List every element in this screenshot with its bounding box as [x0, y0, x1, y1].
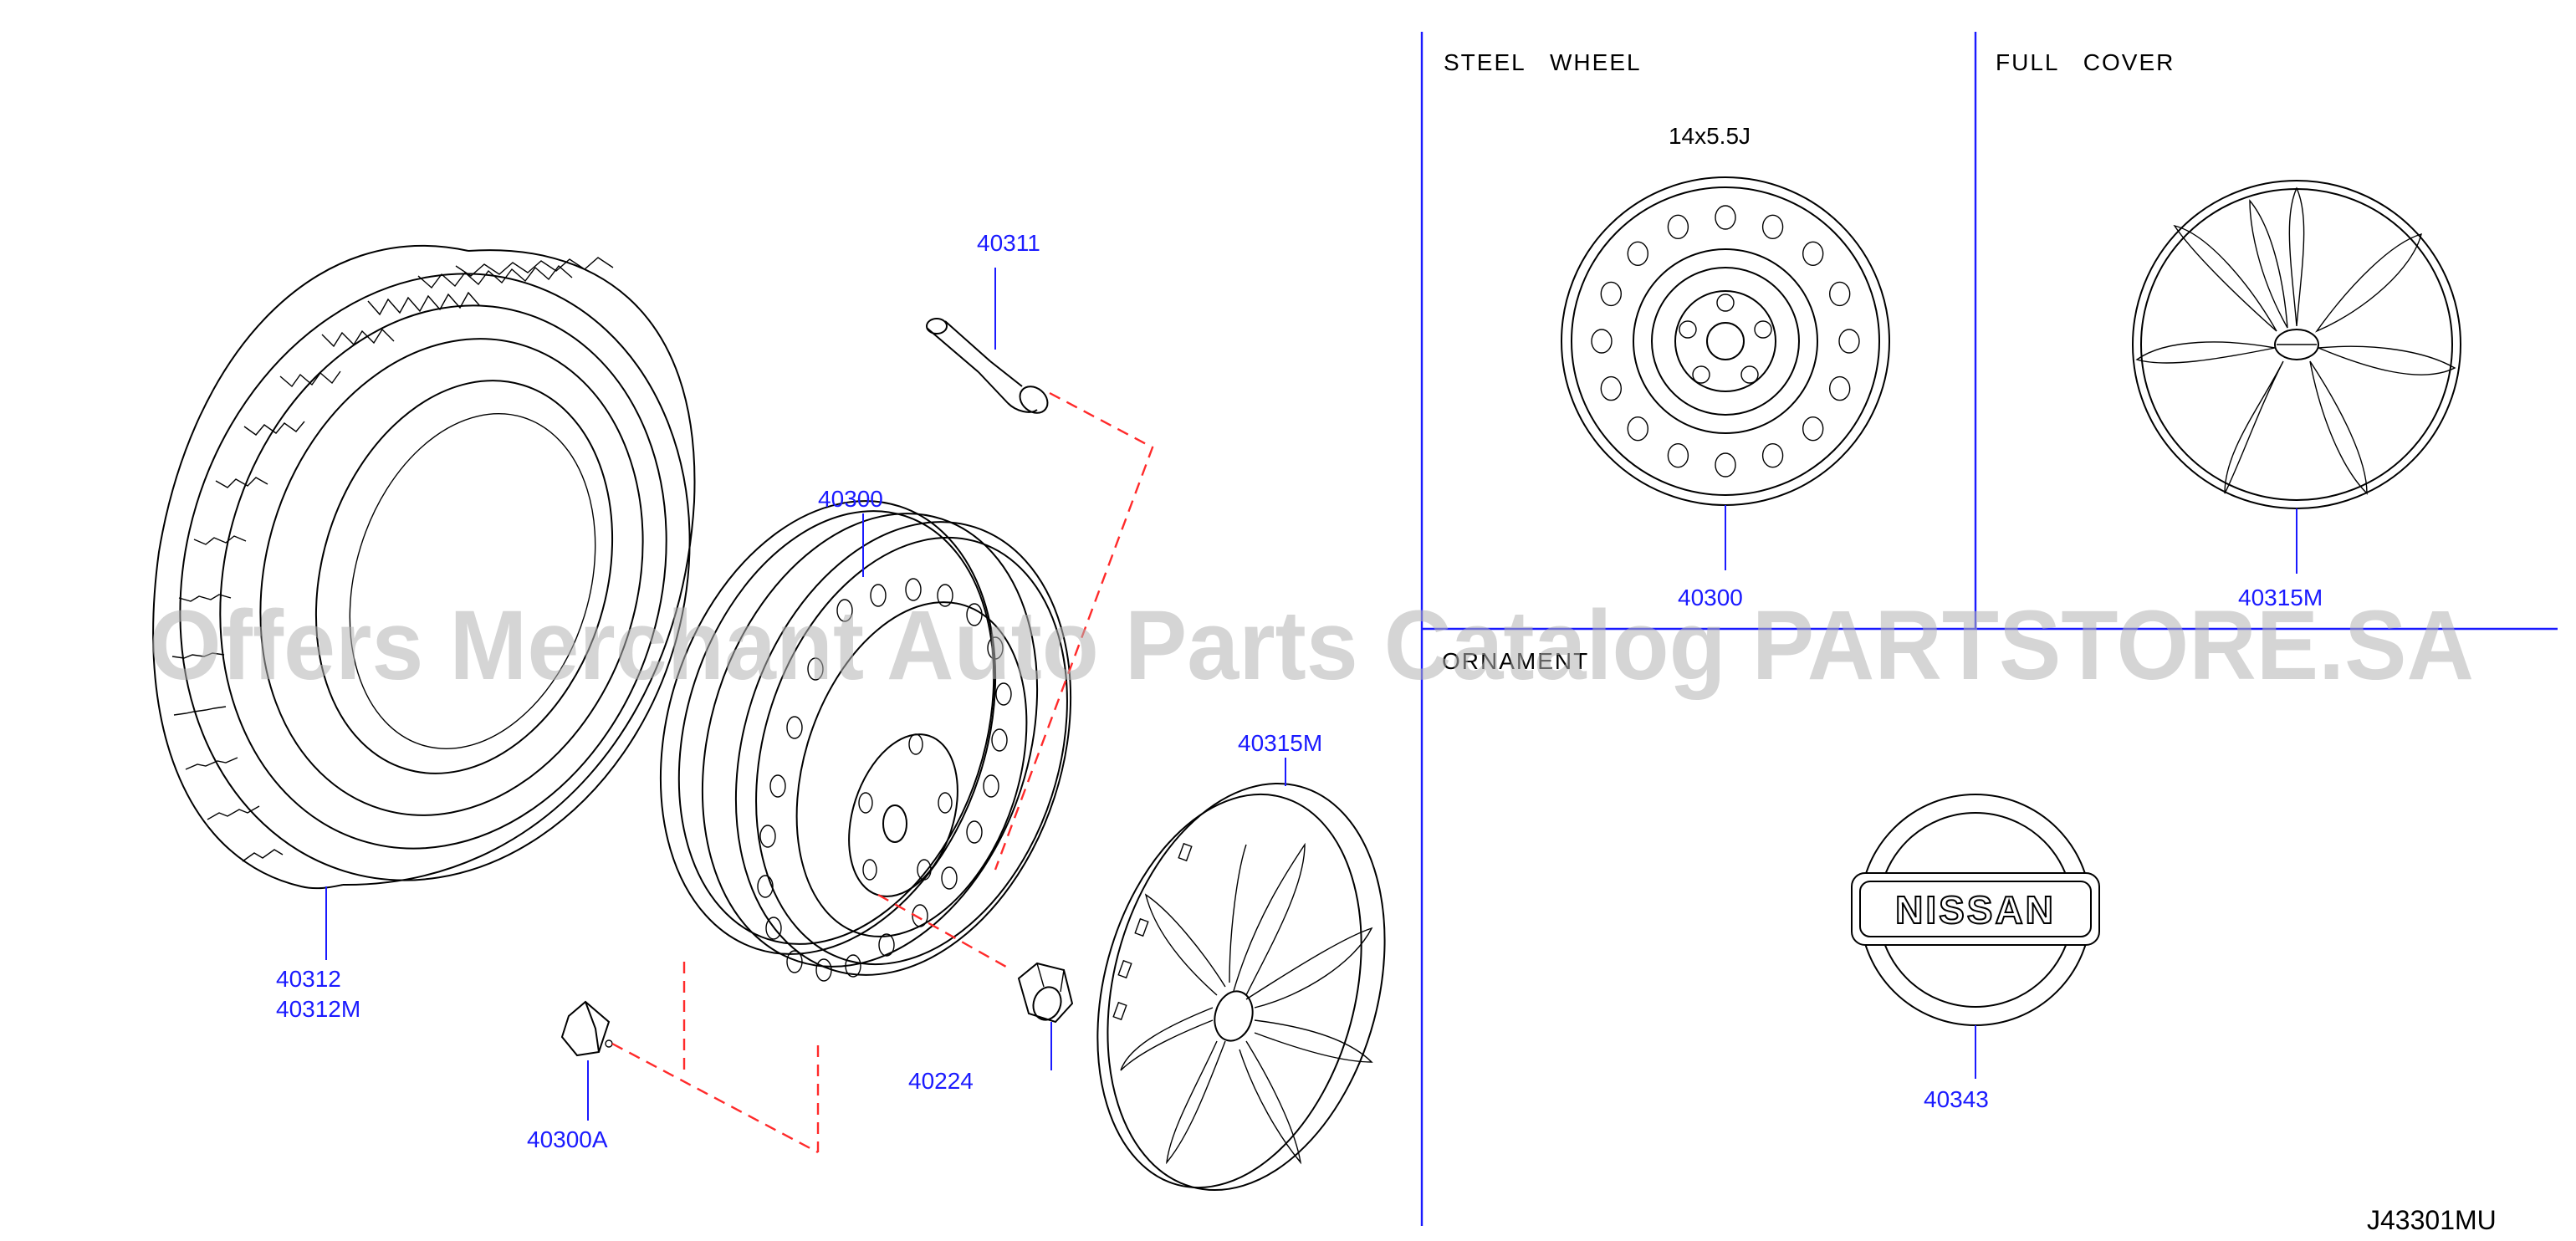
sensor-drawing[interactable] [560, 1000, 613, 1121]
vent-hole [1828, 281, 1851, 307]
full-cover-detail[interactable] [2132, 180, 2461, 574]
panel-dividers [1420, 32, 2558, 1226]
vent-hole [1802, 416, 1824, 442]
tire-drawing[interactable] [106, 210, 763, 960]
wheel-size-label: 14x5.5J [1669, 123, 1751, 149]
vent-hole [1667, 443, 1689, 468]
wheel-drawing[interactable] [605, 457, 1126, 1019]
vent-hole [1591, 329, 1613, 354]
ornament-badge [1851, 872, 2100, 946]
callout-ornament-detail[interactable]: 40343 [1924, 1086, 1989, 1112]
vent-hole [1627, 416, 1649, 442]
vent-hole [1838, 329, 1860, 354]
vent-hole [1802, 241, 1824, 266]
callout-steel-wheel-detail[interactable]: 40300 [1678, 585, 1743, 610]
vent-hole [1761, 443, 1784, 468]
section-title-steel-wheel: STEEL WHEEL [1444, 49, 1642, 75]
hidden-lines [611, 391, 1154, 1154]
callout-valve[interactable]: 40311 [977, 230, 1040, 256]
vent-hole [1761, 214, 1784, 239]
callout-tire-1[interactable]: 40312 [276, 966, 341, 992]
vent-hole [1828, 375, 1851, 401]
vent-hole [1715, 452, 1736, 478]
vent-hole [1715, 205, 1736, 230]
vent-hole [1667, 214, 1689, 239]
diagram-code: J43301MU [2367, 1205, 2497, 1235]
watermark: Offers Merchant Auto Parts Catalog PARTS… [149, 590, 2474, 701]
wheel-cover-drawing[interactable] [1056, 753, 1428, 1222]
section-title-ornament: ORNAMENT [1442, 648, 1589, 674]
steel-wheel-detail[interactable] [1561, 176, 1890, 570]
callout-nut[interactable]: 40224 [908, 1068, 974, 1094]
nut-drawing[interactable] [1017, 962, 1074, 1070]
callout-cover[interactable]: 40315M [1238, 730, 1322, 756]
callout-tire-2[interactable]: 40312M [276, 996, 360, 1022]
section-title-full-cover: FULL COVER [1996, 49, 2175, 75]
vent-hole [1627, 241, 1649, 266]
ornament-logo-text: NISSAN [1895, 888, 2056, 932]
vent-hole [1600, 375, 1623, 401]
callout-sensor[interactable]: 40300A [527, 1126, 608, 1152]
ornament-detail[interactable]: NISSAN [1851, 794, 2100, 1079]
callout-full-cover-detail[interactable]: 40315M [2238, 585, 2323, 610]
valve-stem-drawing[interactable] [926, 268, 1053, 418]
vent-hole [1600, 281, 1623, 307]
callout-wheel[interactable]: 40300 [818, 486, 883, 512]
